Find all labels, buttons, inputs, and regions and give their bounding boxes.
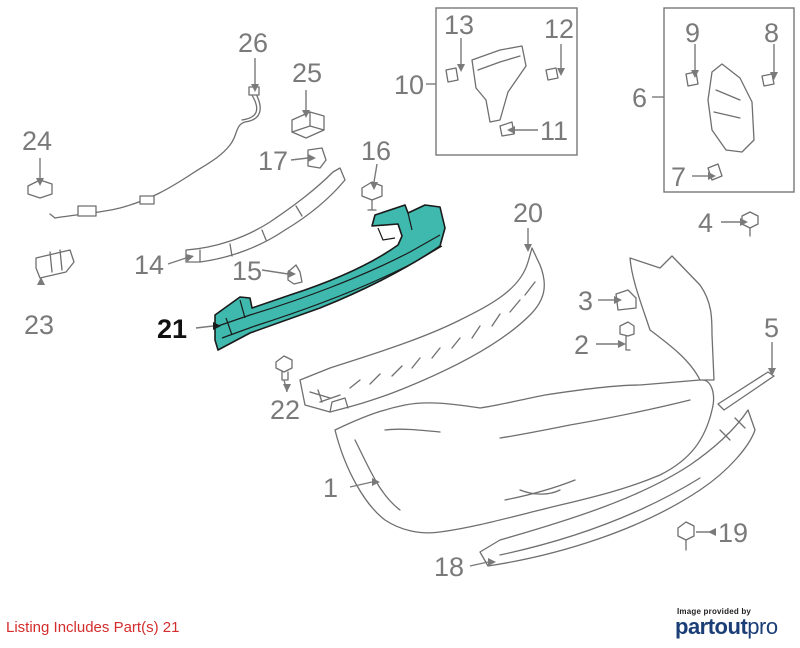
callout-26: 26 — [238, 28, 268, 58]
part-18-lower-valance — [479, 409, 756, 567]
brand-name-part1: partout — [675, 614, 748, 639]
callout-18: 18 — [434, 552, 464, 582]
part-2-bolt — [619, 321, 635, 351]
callout-22: 22 — [270, 395, 300, 425]
part-26-wiring-harness — [49, 86, 261, 219]
part-14-bracket-strip — [185, 167, 346, 263]
callout-24: 24 — [22, 126, 52, 156]
part-20-energy-absorber — [299, 247, 545, 413]
part-4-bolt — [741, 211, 759, 237]
callout-20: 20 — [513, 198, 543, 228]
part-21-bumper-reinforcement — [214, 204, 446, 351]
callout-13: 13 — [444, 10, 474, 40]
callout-6: 6 — [632, 83, 647, 113]
callout-1: 1 — [323, 473, 338, 503]
callout-4: 4 — [698, 208, 713, 238]
callout-12: 12 — [544, 14, 574, 44]
callout-2: 2 — [574, 330, 589, 360]
callout-9: 9 — [685, 18, 700, 48]
leader-arrowheads — [36, 64, 778, 566]
callout-15: 15 — [232, 256, 262, 286]
brand-name-part2: pro — [747, 614, 778, 639]
part-1-bumper-cover — [334, 255, 715, 534]
callout-25: 25 — [292, 58, 322, 88]
callout-5: 5 — [764, 313, 779, 343]
part-5-reflector — [717, 371, 775, 411]
part-17-clip — [307, 147, 327, 169]
part-22-bolt — [275, 355, 293, 381]
callout-21: 21 — [157, 314, 187, 344]
callout-8: 8 — [764, 18, 779, 48]
part-16-bolt — [361, 181, 383, 211]
part-10-bracket-box — [435, 7, 578, 156]
listing-note: Listing Includes Part(s) 21 — [6, 619, 180, 636]
part-19-bolt — [677, 521, 695, 551]
callout-7: 7 — [671, 162, 686, 192]
part-3-clip — [615, 289, 637, 311]
part-25-sensor — [291, 111, 325, 139]
callout-19: 19 — [718, 518, 748, 548]
callout-10: 10 — [394, 70, 424, 100]
part-23-bracket — [35, 249, 75, 279]
brand-provided-by: Image provided by — [677, 607, 752, 616]
brand-name: partoutpro — [675, 616, 790, 638]
callout-labels: 1 2 3 4 5 6 7 8 9 10 11 12 13 14 15 16 1… — [22, 10, 779, 582]
callout-3: 3 — [578, 286, 593, 316]
callout-14: 14 — [134, 250, 164, 280]
callout-16: 16 — [361, 136, 391, 166]
brand-logo: Image provided by partoutpro — [675, 607, 790, 638]
callout-11: 11 — [540, 116, 568, 146]
callout-17: 17 — [258, 146, 288, 176]
callout-23: 23 — [24, 310, 54, 340]
